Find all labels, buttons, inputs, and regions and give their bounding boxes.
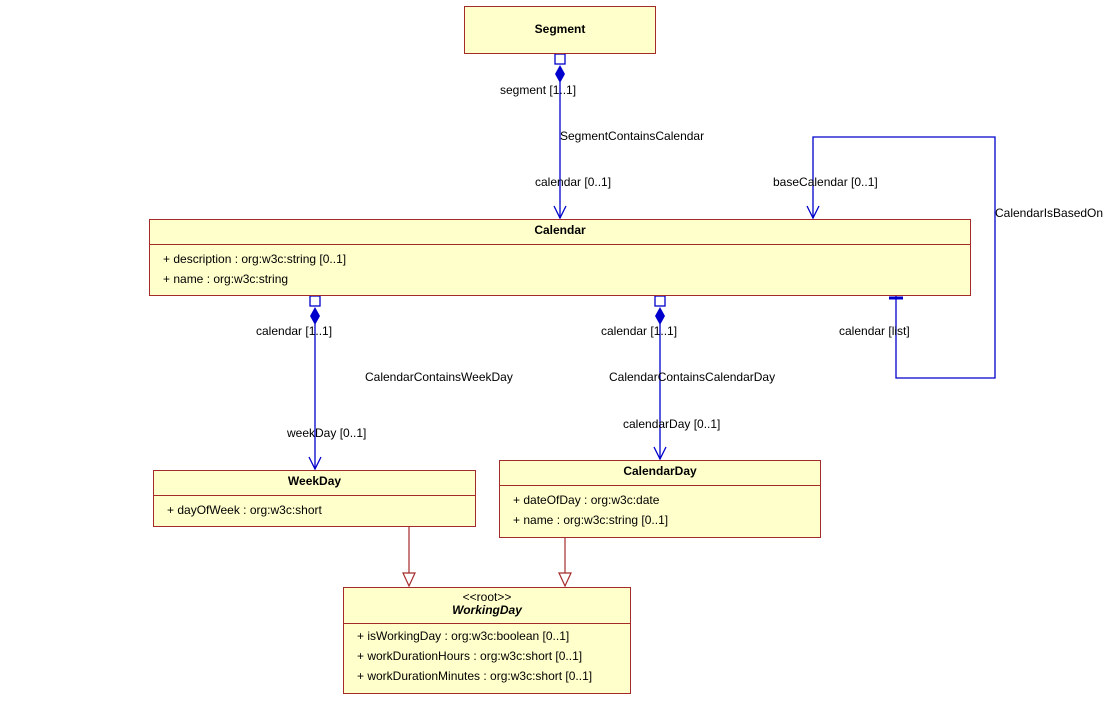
generalization-triangle-icon bbox=[402, 572, 416, 588]
attribute-work-duration-minutes: + workDurationMinutes : org:w3c:short [0… bbox=[357, 669, 593, 683]
class-name: Calendar bbox=[534, 223, 586, 237]
class-name: WeekDay bbox=[287, 474, 342, 488]
generalization-triangle-icon bbox=[558, 572, 572, 588]
association-name-segment-contains-calendar: SegmentContainsCalendar bbox=[560, 129, 704, 143]
association-name-calendar-is-based-on: CalendarIsBasedOn bbox=[995, 206, 1103, 220]
role-label-calendar: calendar [0..1] bbox=[535, 175, 611, 189]
association-segment-contains-calendar[interactable] bbox=[553, 53, 567, 220]
role-label-calendarday: calendarDay [0..1] bbox=[623, 417, 720, 431]
class-calendarday[interactable]: CalendarDay + dateOfDay : org:w3c:date +… bbox=[499, 460, 821, 538]
attribute-description: + description : org:w3c:string [0..1] bbox=[163, 252, 347, 266]
class-weekday[interactable]: WeekDay + dayOfWeek : org:w3c:short bbox=[153, 470, 476, 527]
arrowhead-icon bbox=[653, 446, 667, 461]
class-name: CalendarDay bbox=[623, 464, 697, 478]
class-calendar[interactable]: Calendar + description : org:w3c:string … bbox=[149, 219, 971, 296]
association-name-calendar-contains-calendarday: CalendarContainsCalendarDay bbox=[609, 370, 775, 384]
attribute-name: + name : org:w3c:string [0..1] bbox=[513, 513, 669, 527]
attribute-day-of-week: + dayOfWeek : org:w3c:short bbox=[167, 503, 322, 517]
role-label-calendar-weekday-source: calendar [1..1] bbox=[256, 324, 332, 338]
arrowhead-icon bbox=[553, 205, 567, 220]
composition-port-square bbox=[654, 295, 666, 307]
class-stereotype: <<root>> bbox=[462, 590, 512, 604]
attribute-is-working-day: + isWorkingDay : org:w3c:boolean [0..1] bbox=[357, 629, 570, 643]
composition-diamond-icon bbox=[310, 307, 320, 325]
role-label-base-calendar: baseCalendar [0..1] bbox=[773, 175, 878, 189]
composition-diamond-icon bbox=[555, 65, 565, 83]
generalization-weekday-workingday[interactable] bbox=[402, 527, 416, 588]
arrowhead-icon bbox=[806, 205, 820, 220]
class-workingday[interactable]: <<root>> WorkingDay + isWorkingDay : org… bbox=[343, 587, 631, 694]
association-name-calendar-contains-weekday: CalendarContainsWeekDay bbox=[365, 370, 513, 384]
class-name: WorkingDay bbox=[452, 603, 522, 617]
generalization-calendarday-workingday[interactable] bbox=[558, 538, 572, 588]
association-calendar-contains-calendarday[interactable] bbox=[653, 295, 667, 461]
class-name: Segment bbox=[534, 22, 586, 36]
role-label-weekday: weekDay [0..1] bbox=[286, 426, 366, 440]
arrowhead-icon bbox=[308, 456, 322, 471]
role-label-segment: segment [1..1] bbox=[500, 83, 576, 97]
composition-port-square bbox=[554, 53, 566, 65]
composition-port-square bbox=[309, 295, 321, 307]
attribute-work-duration-hours: + workDurationHours : org:w3c:short [0..… bbox=[357, 649, 583, 663]
role-label-calendar-list: calendar [list] bbox=[839, 324, 910, 338]
role-label-calendar-calendarday-source: calendar [1..1] bbox=[601, 324, 677, 338]
class-segment[interactable]: Segment bbox=[464, 6, 656, 54]
association-calendar-is-based-on[interactable] bbox=[806, 136, 996, 379]
association-calendar-contains-weekday[interactable] bbox=[308, 295, 322, 471]
attribute-name: + name : org:w3c:string bbox=[163, 272, 289, 286]
attribute-date-of-day: + dateOfDay : org:w3c:date bbox=[513, 493, 660, 507]
composition-diamond-icon bbox=[655, 307, 665, 325]
